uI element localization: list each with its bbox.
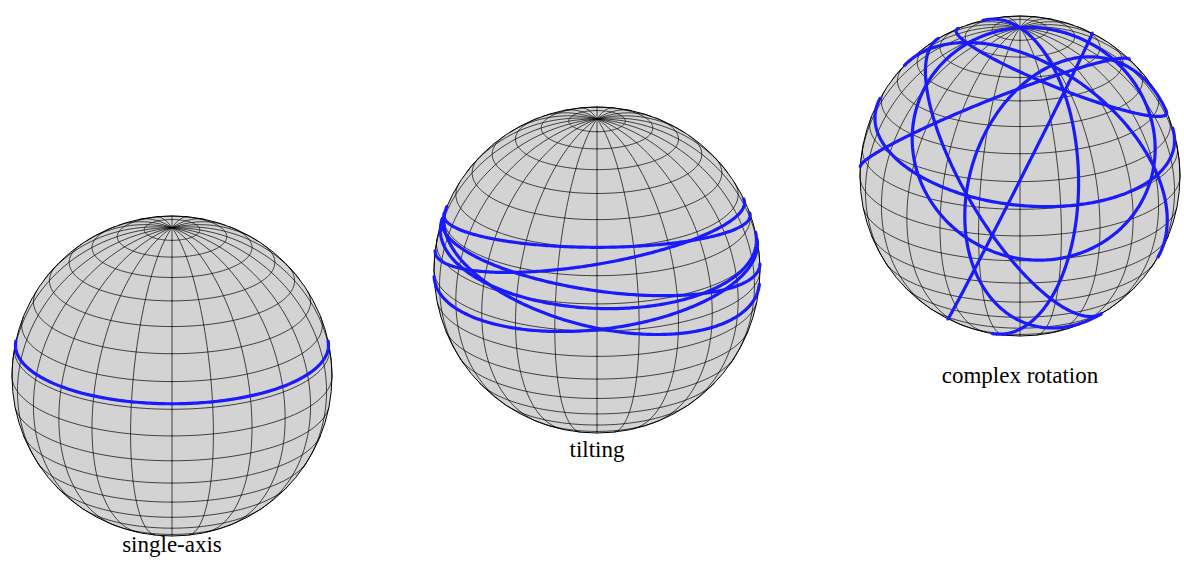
caption-label: complex rotation [942,363,1099,389]
meridian-line [172,225,257,241]
meridian-line [597,119,712,423]
meridian-line [597,110,630,119]
meridian-line [172,228,252,532]
sphere [12,216,332,536]
sphere-outline [860,16,1180,336]
sphere [434,107,760,433]
trajectory-curve [16,341,329,404]
sphere-body [12,216,332,536]
meridian-line [555,119,597,432]
sphere-outline [12,216,332,536]
meridian-line [131,228,172,535]
sphere-body [434,107,760,433]
sphere-body [860,16,1180,336]
meridian-line [597,108,613,119]
meridian-line [172,228,173,536]
caption-label: single-axis [122,532,222,558]
meridian-line [172,228,311,509]
meridian-line [516,119,598,429]
meridian-line [597,119,598,433]
meridian-line [597,116,684,132]
trajectory-curve [983,19,1079,334]
meridian-line [597,119,738,406]
meridian-line [92,228,172,532]
meridian-line [597,119,639,432]
meridian-line [940,28,1020,332]
meridian-line [172,216,173,228]
trajectory-curve [965,57,1166,328]
trajectory-curve [444,213,750,247]
meridian-line [59,228,172,526]
trajectory-curve [860,58,1129,166]
meridian-line [172,228,332,376]
meridian-line [172,217,188,228]
caption-label: tilting [570,437,625,463]
meridian-line [597,107,598,119]
meridian-line [17,228,172,468]
trajectory-curve [434,239,757,331]
sphere [860,16,1180,336]
meridian-line [172,228,327,468]
meridian-line [33,228,172,509]
meridian-line [172,227,300,280]
meridian-line [456,119,597,406]
meridian-line [881,28,1020,309]
sphere-outline [434,107,760,433]
trajectory-curve [875,98,1175,206]
meridian-line [597,119,679,429]
trajectory-curve [444,207,759,335]
meridian-line [172,228,213,535]
meridian-line [172,228,285,526]
meridian-line [597,118,728,172]
meridian-line [172,219,205,228]
